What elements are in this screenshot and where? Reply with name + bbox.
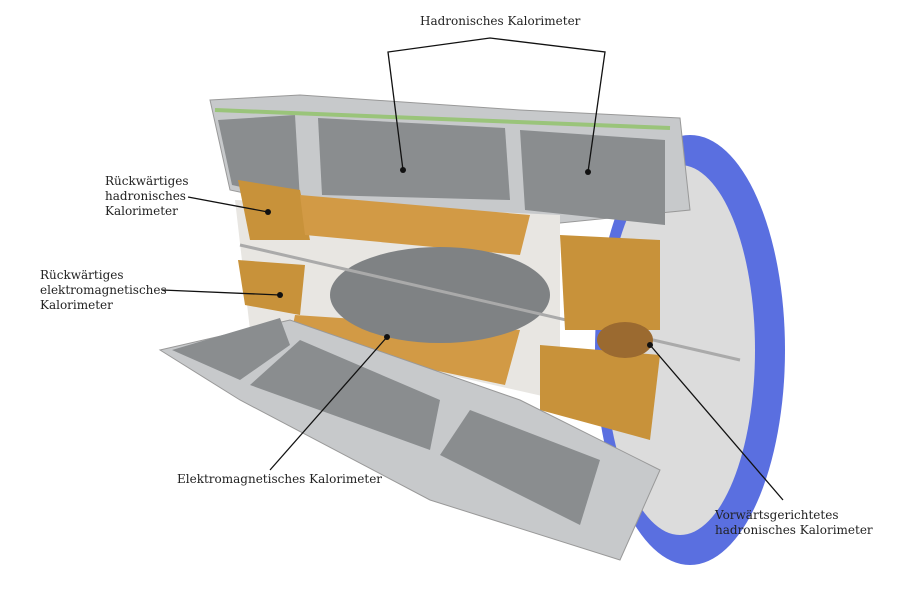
label-hadronic: Hadronisches Kalorimeter <box>420 14 581 28</box>
tile-module-3 <box>520 130 665 225</box>
tile-module-6 <box>440 410 600 525</box>
label-backward-em: Rückwärtiges elektromagnetisches Kalorim… <box>40 268 167 313</box>
label-line: Kalorimeter <box>105 204 178 218</box>
label-line: hadronisches Kalorimeter <box>715 523 873 537</box>
beam-pipe <box>239 243 741 362</box>
backward-hadronic-block <box>238 180 310 240</box>
label-line: Rückwärtiges <box>105 174 189 188</box>
leader-dots <box>265 167 653 348</box>
label-forward-hadronic: Vorwärtsgerichtetes hadronisches Kalorim… <box>715 508 873 538</box>
label-em: Elektromagnetisches Kalorimeter <box>177 472 383 486</box>
tile-module-4 <box>172 318 290 380</box>
backward-em-block <box>238 260 305 315</box>
endcap-hadronic-bottom <box>540 345 660 440</box>
tile-module-5 <box>250 340 440 450</box>
em-barrel-top <box>300 195 530 255</box>
label-line: Vorwärtsgerichtetes <box>715 508 839 522</box>
endcap-hadronic-top <box>560 235 660 330</box>
tile-module-2 <box>318 118 510 200</box>
label-backward-hadronic: Rückwärtiges hadronisches Kalorimeter <box>105 174 189 219</box>
tile-module-1 <box>218 115 300 200</box>
label-line: hadronisches <box>105 189 186 203</box>
forward-calorimeter <box>597 322 653 358</box>
leader-lines <box>161 37 784 501</box>
inner-detector <box>330 247 550 343</box>
label-line: Kalorimeter <box>40 298 113 312</box>
label-line: Rückwärtiges <box>40 268 124 282</box>
label-line: elektromagnetisches <box>40 283 167 297</box>
